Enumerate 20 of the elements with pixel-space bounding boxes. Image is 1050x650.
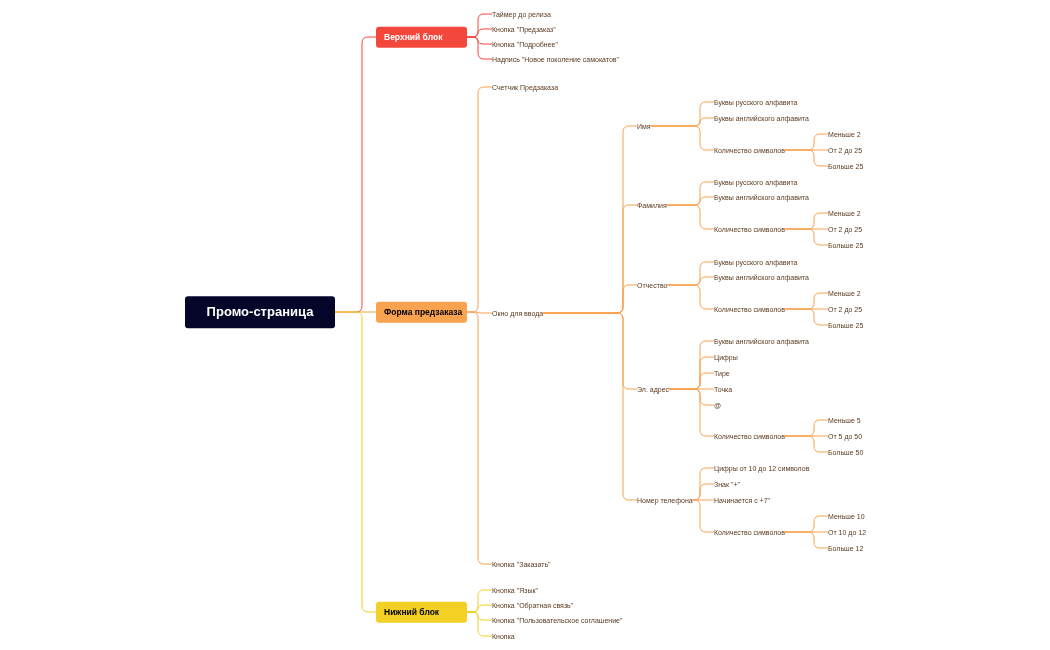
branch-node: Форма предзаказа	[376, 301, 467, 323]
connector-line	[466, 311, 493, 565]
connector-line	[784, 531, 829, 549]
connector-line	[668, 388, 715, 437]
connector-line	[650, 125, 715, 151]
connector-line	[784, 308, 829, 326]
connector-line	[334, 311, 377, 613]
branch-node: Нижний блок	[376, 601, 467, 623]
connector-line	[784, 228, 829, 246]
root-node: Промо-страница	[185, 296, 335, 328]
connector-line	[692, 499, 715, 533]
connector-line	[784, 435, 829, 453]
connector-line	[692, 499, 715, 501]
branch-node: Верхний блок	[376, 26, 467, 48]
connector-line	[784, 149, 829, 167]
connector-line	[542, 312, 638, 501]
connector-line	[466, 611, 493, 637]
connector-line	[666, 284, 715, 310]
connector-line	[666, 204, 715, 230]
connector-line	[466, 36, 493, 60]
